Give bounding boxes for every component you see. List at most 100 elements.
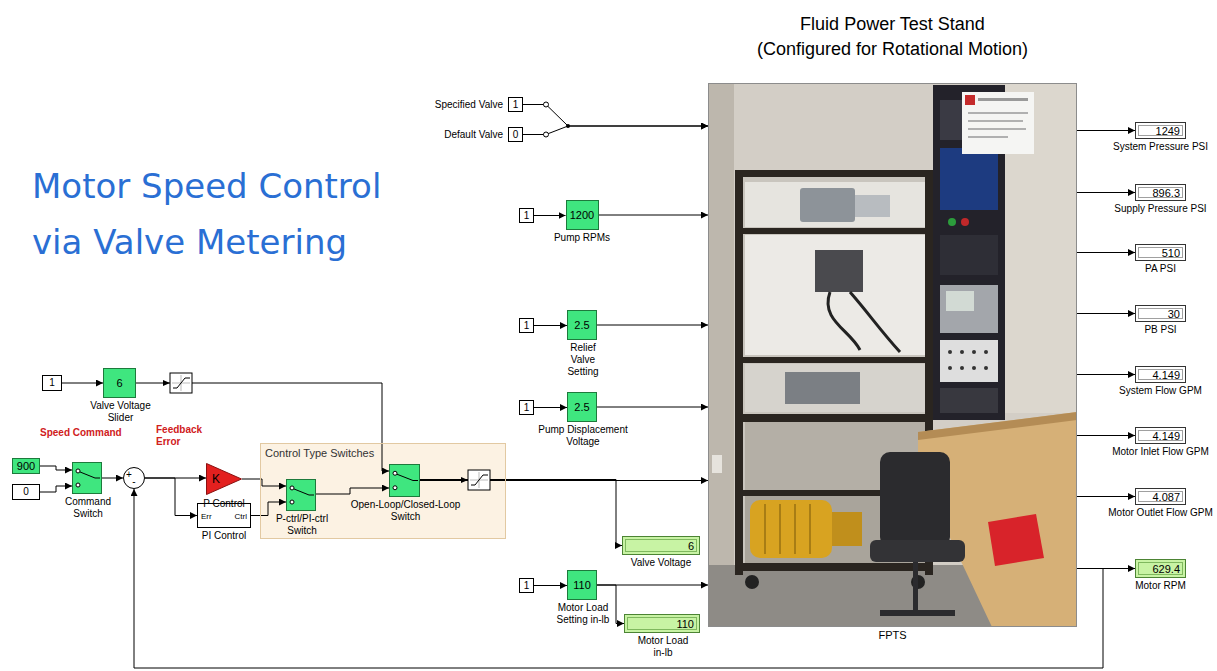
photo-patch-panel [940, 340, 998, 382]
photo-electric-motor [750, 500, 832, 558]
block-name: Valve Voltage Slider [83, 400, 158, 424]
switch-lever [397, 474, 413, 480]
saturation-curve [471, 475, 488, 485]
photo-paper-line [968, 128, 1026, 130]
block-name: Motor Inlet Flow GPM [1112, 446, 1209, 458]
photo-motor-rib [779, 504, 781, 554]
signal-line [136, 383, 389, 471]
photo-chair-back [880, 452, 950, 547]
display-block: 4.149Motor Inlet Flow GPM [1135, 427, 1186, 444]
block-value: 1 [524, 580, 530, 592]
photo-rack-panel [940, 235, 998, 275]
block-name: System Pressure PSI [1113, 141, 1208, 153]
photo-chair-seat [870, 540, 965, 562]
photo-jack [984, 350, 988, 354]
signal-line [242, 479, 286, 486]
block-value: 1 [49, 377, 55, 389]
switch-lever [413, 480, 418, 481]
slider-gain-block: 2.5Pump Displacement Voltage [567, 392, 597, 422]
block-name: Motor RPM [1135, 580, 1186, 592]
signal-line [534, 407, 567, 408]
block-name: Pump RPMs [554, 232, 610, 244]
block-value: 4.149 [1152, 369, 1180, 381]
signal-line [1077, 192, 1135, 193]
switch-outline [72, 462, 102, 494]
block-value: 2.5 [574, 319, 589, 331]
block-value: 1 [524, 210, 530, 222]
block-value: 900 [17, 460, 35, 472]
signal-line [420, 480, 622, 546]
block-name: PI Control [202, 530, 246, 542]
block-name: P-ctrl/PI-ctrl Switch [267, 513, 337, 537]
signal-line [40, 466, 72, 470]
block-value: 0 [23, 486, 29, 498]
photo-paper-line [968, 136, 1008, 138]
block-name: FPTS [878, 629, 906, 641]
arrowhead-shape [163, 380, 170, 386]
switch-contact [393, 486, 397, 490]
display-block: 30PB PSI [1135, 305, 1186, 322]
signal-line [1077, 252, 1135, 253]
block-value: 110 [676, 618, 694, 630]
constant-block: 1Specified Valve [508, 97, 523, 112]
block-name: P Control [203, 498, 245, 510]
photo-rack-panel [940, 388, 998, 413]
block-name: PA PSI [1145, 263, 1176, 275]
photo-hose [828, 292, 860, 350]
block-name: Specified Valve [435, 99, 503, 111]
photo-jack [948, 350, 952, 354]
signal-line [534, 585, 567, 586]
photo-motor-end [832, 512, 862, 546]
photo-jack [972, 350, 976, 354]
switch-lever [294, 489, 309, 495]
sum-circle [124, 468, 145, 489]
block-name: PB PSI [1144, 324, 1176, 336]
signal-line [534, 215, 566, 216]
signal-line [597, 407, 708, 408]
photo-jack [972, 366, 976, 370]
block-name: Valve Voltage [631, 557, 691, 569]
display-block: 4.087Motor Outlet Flow GPM [1135, 488, 1186, 505]
block-name: Command Switch [61, 496, 116, 520]
photo-pump [800, 188, 855, 222]
sum-block: +- [123, 467, 145, 489]
block-value: 0 [513, 129, 519, 141]
photo-chair-post [913, 562, 918, 610]
slider-gain-block: 6Valve Voltage Slider [103, 368, 136, 398]
gain-outline [206, 463, 242, 495]
constant-block: 1 [42, 375, 62, 391]
switch-contact [76, 469, 80, 473]
photo-button [961, 218, 969, 226]
switch-lever [95, 478, 100, 479]
switch-contact [290, 486, 294, 490]
display-block: 110Motor Load in-lb [624, 614, 700, 633]
photo-outlet [712, 455, 722, 473]
signal-line [316, 488, 389, 494]
display-block: 896.3Supply Pressure PSI [1135, 184, 1186, 201]
signal-line [1077, 130, 1135, 131]
display-block: 510PA PSI [1135, 244, 1186, 261]
port-label: Ctrl [235, 511, 247, 520]
constant-block: 1 [519, 400, 534, 415]
photo-frame-bar [735, 170, 933, 177]
photo-shelf [735, 414, 933, 422]
photo-jack [948, 366, 952, 370]
block-value: 1 [513, 99, 519, 111]
signal-line [1077, 313, 1135, 314]
constant-block: 0Default Valve [508, 127, 523, 142]
switch-block: P-ctrl/PI-ctrl Switch [286, 479, 316, 511]
photo-wheel [745, 575, 759, 589]
photo-shelf [735, 228, 933, 234]
constant-block: 1 [519, 208, 534, 223]
block-name: Default Valve [444, 129, 503, 141]
signal-line [599, 215, 709, 216]
photo-paper-line [968, 112, 1028, 114]
slider-gain-block: 1200Pump RPMs [566, 200, 599, 230]
photo-motor-rib [809, 504, 811, 554]
port-label: Err [201, 511, 212, 520]
block-value: 6 [688, 540, 694, 552]
block-value: 6 [116, 377, 122, 389]
switch-block: Command Switch [72, 462, 102, 494]
